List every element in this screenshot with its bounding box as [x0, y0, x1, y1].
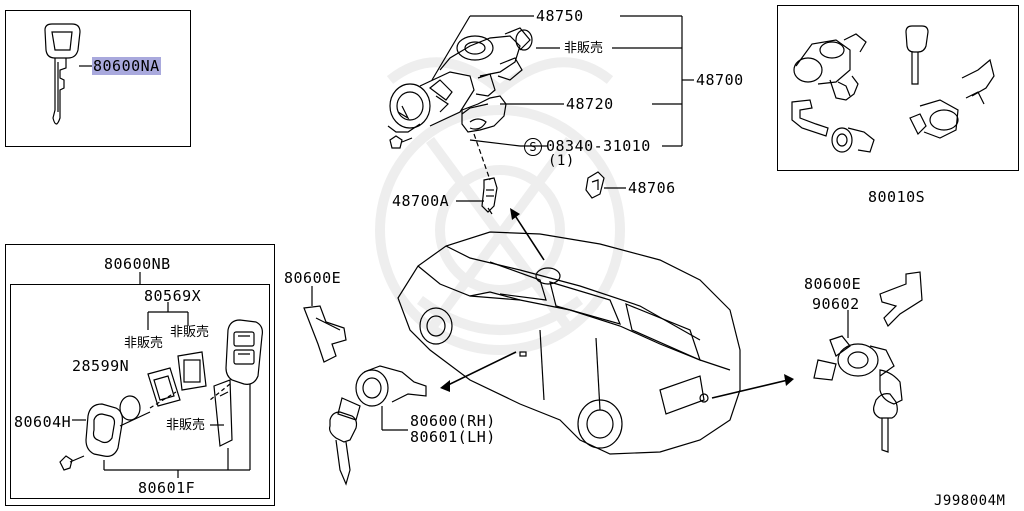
- battery-icon: [119, 395, 141, 421]
- part-number-remote-outer[interactable]: 80600NB: [104, 255, 171, 273]
- not-sold-label-top: 非販売: [564, 41, 604, 56]
- remote-inner-case-icon: [147, 367, 181, 407]
- part-number-cylinder[interactable]: 48700A: [392, 192, 450, 210]
- part-number-screw[interactable]: 08340-31010: [546, 137, 651, 155]
- key-cylinder-icon: [481, 177, 498, 215]
- watermark-emblem: [375, 57, 625, 355]
- not-sold-label-b: 非販売: [170, 325, 210, 340]
- part-number-key[interactable]: 80600NA: [92, 57, 161, 75]
- screw-icon: [59, 455, 85, 471]
- part-number-remote-bottom[interactable]: 80601F: [138, 479, 196, 497]
- rear-lock-cylinder-icon: [813, 335, 903, 453]
- part-number-rear-bracket[interactable]: 80600E: [804, 275, 862, 293]
- door-lock-bracket-icon: [303, 305, 347, 363]
- door-lock-cylinder-icon: [329, 365, 427, 486]
- part-number-clip[interactable]: 48706: [628, 179, 676, 197]
- diagram-code: J998004M: [934, 493, 1006, 509]
- clip-icon: [585, 171, 605, 199]
- circuit-board-icon: [177, 351, 207, 391]
- part-number-door-rh[interactable]: 80600(RH): [410, 412, 496, 430]
- part-number-lock-set[interactable]: 80010S: [868, 188, 926, 206]
- part-number-ignition-mid[interactable]: 48720: [566, 95, 614, 113]
- key-box: [5, 10, 191, 147]
- part-number-ignition-top[interactable]: 48750: [536, 7, 584, 25]
- part-number-rear-cylinder[interactable]: 90602: [812, 295, 860, 313]
- rear-lock-bracket-icon: [879, 271, 923, 328]
- arrows: [445, 213, 789, 399]
- lock-set-box: [777, 5, 1019, 171]
- part-number-battery[interactable]: 28599N: [72, 357, 130, 375]
- emergency-key-blade-icon: [213, 379, 233, 447]
- remote-outer-box: [5, 244, 275, 506]
- part-number-door-bracket[interactable]: 80600E: [284, 269, 342, 287]
- part-number-door-lh[interactable]: 80601(LH): [410, 428, 496, 446]
- remote-key-head-icon: [225, 319, 263, 385]
- not-sold-label-c: 非販売: [166, 418, 206, 433]
- screw-prefix-symbol: S: [524, 138, 542, 156]
- remote-inner-box: [10, 284, 270, 499]
- minivan-icon: [397, 231, 741, 455]
- screw-quantity: (1): [548, 153, 575, 169]
- key-blade-icon: [44, 23, 81, 125]
- lock-set-icon: [791, 25, 995, 153]
- ignition-lock-assembly-icon: [387, 27, 533, 149]
- part-number-key-text[interactable]: 80600NA: [92, 57, 161, 75]
- part-number-ignition-main[interactable]: 48700: [696, 71, 744, 89]
- part-number-screw-remote[interactable]: 80604H: [14, 413, 72, 431]
- part-number-remote-case[interactable]: 80569X: [144, 287, 202, 305]
- not-sold-label-a: 非販売: [124, 336, 164, 351]
- remote-outer-case-icon: [85, 403, 123, 457]
